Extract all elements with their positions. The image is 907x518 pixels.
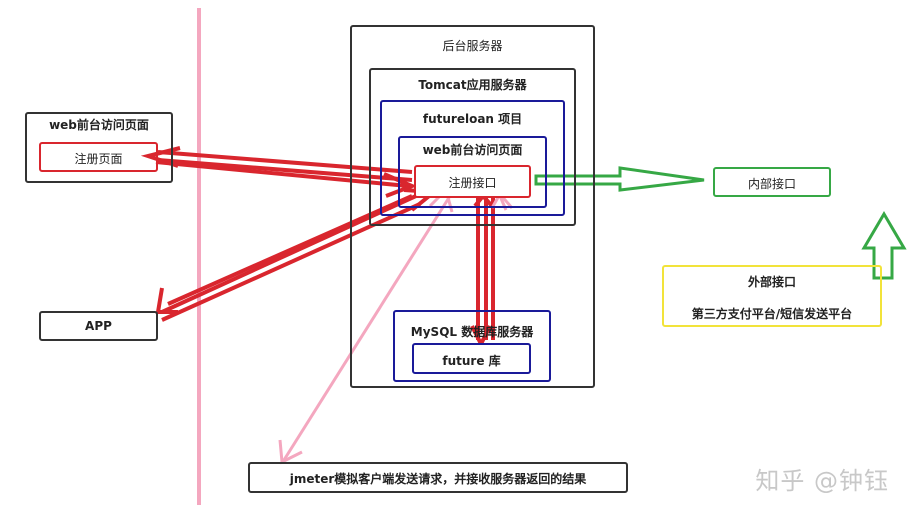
mysql-server [393,310,551,382]
client-web-page-label: web前台访问页面 [49,118,149,132]
external-interface[interactable] [662,265,882,327]
future-db-label: future 库 [442,354,501,368]
watermark: 知乎 @钟钰 [755,467,889,495]
inner-web-page [398,136,547,208]
backend-server [350,25,595,388]
arrow-api-db [470,192,495,349]
arrow-api-to-page [155,160,418,198]
register-page-label: 注册页面 [74,152,123,166]
backend-server-label: 后台服务器 [442,39,503,53]
tomcat-server-label: Tomcat应用服务器 [418,78,527,92]
register-api[interactable] [414,165,531,198]
external-interface-label: 外部接口 [747,275,796,289]
mysql-server-label: MySQL 数据库服务器 [410,325,534,339]
app-label: APP [85,319,112,333]
register-page[interactable] [39,142,158,172]
tomcat-server [369,68,576,226]
arrow-internal [534,166,705,192]
client-web-page [25,112,173,183]
app-box[interactable] [39,311,158,341]
internal-interface[interactable] [713,167,831,197]
futureloan-project-label: futureloan 项目 [422,112,523,126]
arrow-external-up [861,211,907,280]
futureloan-project [380,100,565,216]
inner-web-page-label: web前台访问页面 [422,143,523,157]
external-interface-desc: 第三方支付平台/短信发送平台 [691,307,853,321]
jmeter-label: jmeter模拟客户端发送请求，并接收服务器返回的结果 [289,472,587,486]
internal-interface-label: 内部接口 [747,177,796,191]
register-api-label: 注册接口 [448,176,497,190]
future-db[interactable] [412,343,531,374]
jmeter-box [248,462,628,493]
